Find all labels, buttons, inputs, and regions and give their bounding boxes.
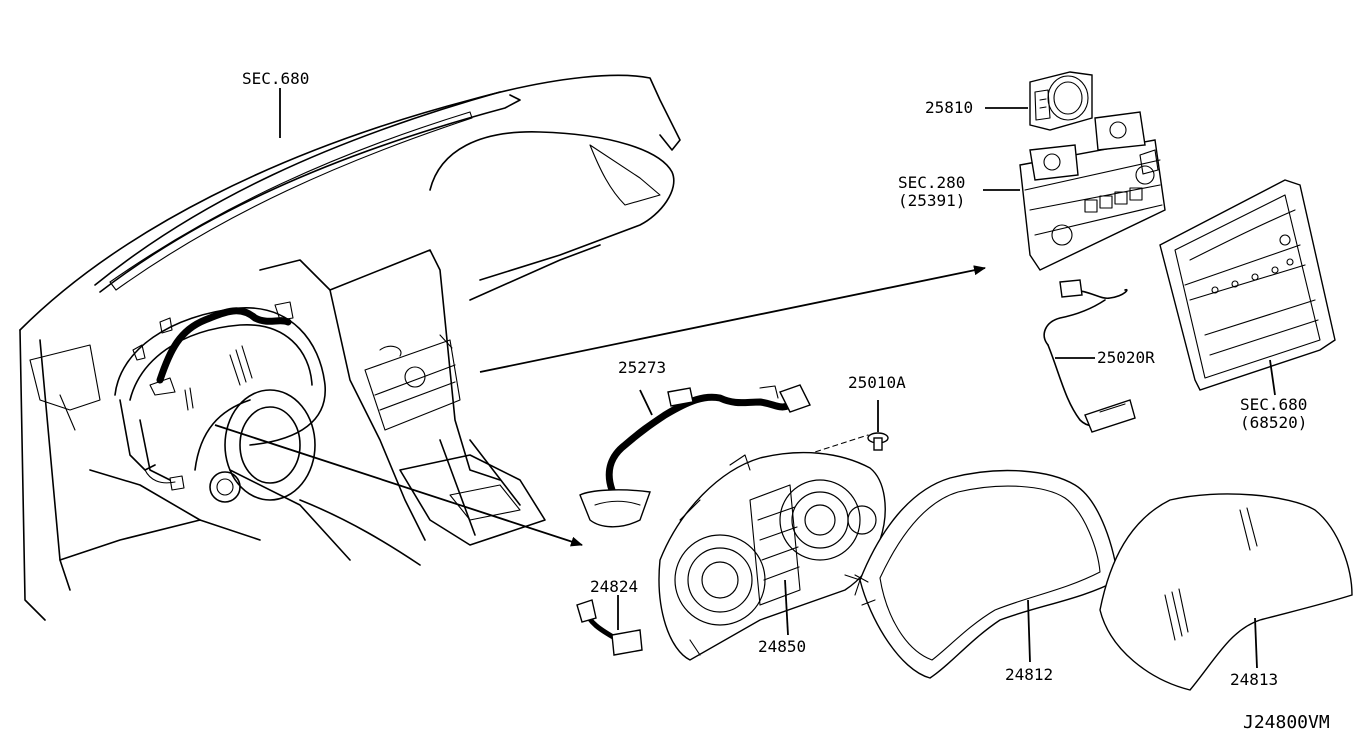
label-25273: 25273 [618, 358, 666, 377]
label-25020R: 25020R [1097, 348, 1155, 367]
label-25810: 25810 [925, 98, 973, 117]
label-24850: 24850 [758, 637, 806, 656]
label-24812: 24812 [1005, 665, 1053, 684]
label-25010A: 25010A [848, 373, 906, 392]
diagram-code: J24800VM [1243, 712, 1330, 733]
arrow-to-cluster [214, 424, 583, 547]
label-24824: 24824 [590, 577, 638, 596]
label-sec680-right-sub: (68520) [1240, 413, 1307, 432]
part-25273-illustration [579, 384, 811, 528]
dashboard-illustration [19, 74, 681, 621]
arrow-to-audio-unit [479, 265, 986, 373]
label-sec280-sub: (25391) [898, 191, 965, 210]
labels: SEC.680 25810 SEC.280 (25391) 25273 2501… [242, 69, 1330, 733]
part-24813-illustration [1099, 493, 1353, 691]
bezel-68520-illustration [1159, 179, 1336, 391]
label-sec680-top: SEC.680 [242, 69, 309, 88]
part-24824-illustration [576, 599, 643, 656]
label-sec680-right: SEC.680 [1240, 395, 1307, 414]
part-24850-illustration [658, 451, 886, 661]
label-sec280: SEC.280 [898, 173, 965, 192]
label-24813: 24813 [1230, 670, 1278, 689]
part-25810-illustration [1029, 71, 1093, 131]
audio-panel-illustration [1019, 111, 1166, 271]
part-24812-illustration [854, 469, 1119, 679]
part-25020R-illustration [1043, 279, 1136, 433]
